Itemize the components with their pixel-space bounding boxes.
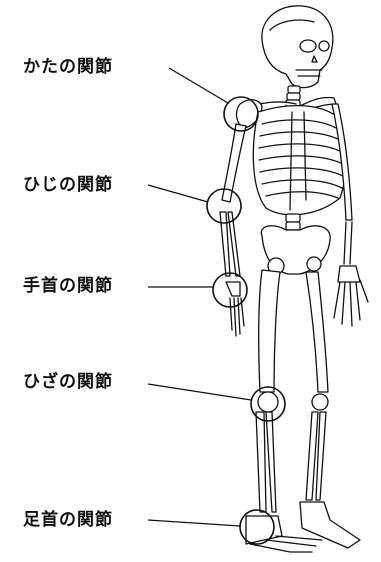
ankle-joint-label: 足首の関節: [23, 510, 113, 530]
knee-leader-line: [148, 384, 251, 400]
rib-cage: [253, 106, 346, 215]
pelvis: [261, 226, 330, 274]
shoulder-leader-line: [169, 68, 228, 103]
elbow-leader-line: [148, 185, 208, 202]
skull: [262, 6, 333, 88]
right-arm: [220, 124, 246, 336]
ankle-leader-line: [148, 520, 240, 526]
knee-joint-label: ひざの関節: [23, 372, 113, 392]
shoulder-joint-label: かたの関節: [23, 57, 113, 77]
wrist-joint-label: 手首の関節: [23, 276, 113, 296]
elbow-joint-label: ひじの関節: [23, 175, 113, 195]
